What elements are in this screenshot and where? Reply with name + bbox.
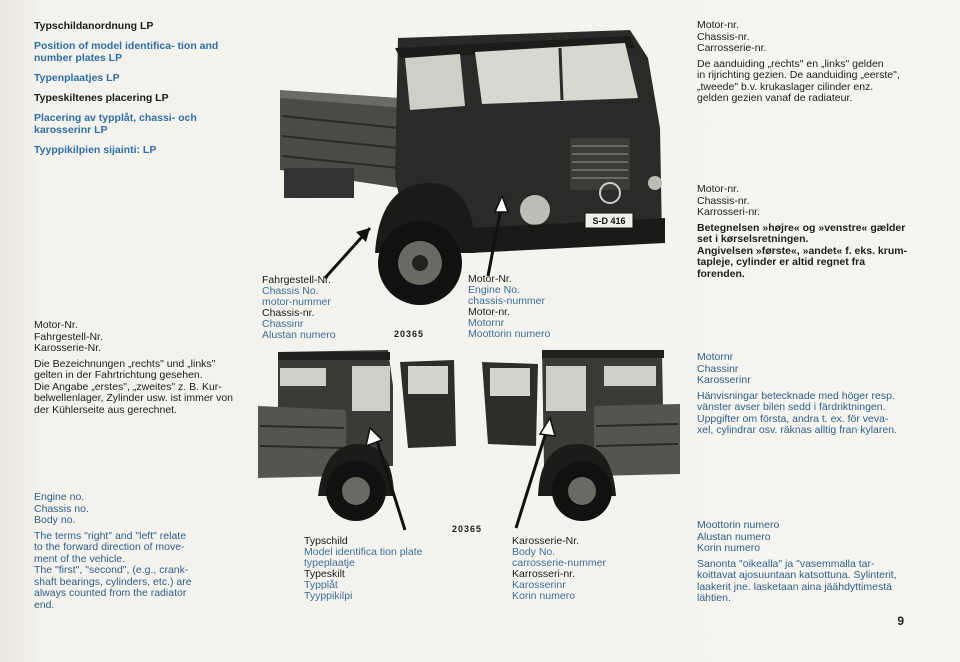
german-line-3: Karosserie-Nr. bbox=[34, 342, 102, 354]
danish-block: Motor-nr. Chassis-nr. Karrosseri-nr. Bet… bbox=[697, 183, 912, 280]
danish-line-3: Karrosseri-nr. bbox=[697, 206, 761, 218]
german-para-2: gelten in der Fahrtrichtung gesehen. bbox=[34, 369, 203, 381]
finnish-para-2: koittavat ajosuuntaan katsottuna. Sylint… bbox=[697, 569, 897, 581]
german-block: Motor-Nr. Fahrgestell-Nr. Karosserie-Nr.… bbox=[34, 319, 249, 416]
finnish-line-3: Korin numero bbox=[697, 542, 761, 554]
page-number: 9 bbox=[897, 614, 904, 628]
finnish-block: Moottorin numero Alustan numero Korin nu… bbox=[697, 519, 912, 605]
lp-heading-sv: Placering av typplåt, chassi- och kaross… bbox=[34, 112, 197, 136]
truck-left-door-open-illustration bbox=[258, 350, 456, 531]
swedish-para-3: Uppgifter om första, andra t. ex. för ve… bbox=[697, 412, 889, 425]
truck-right-door-open-illustration bbox=[482, 350, 680, 529]
chassis-arrow bbox=[356, 228, 370, 242]
english-para-3: ment of the vehicle. bbox=[34, 552, 126, 565]
swedish-para-2: vänster avser bilen sedd i färdriktninge… bbox=[697, 401, 886, 413]
danish-para-1: Betegnelsen »højre« og »venstre« gælder bbox=[697, 221, 906, 234]
mercedes-star-icon bbox=[599, 182, 621, 204]
license-plate-text: S-D 416 bbox=[592, 216, 625, 226]
lp-heading-da: Typeskiltenes placering LP bbox=[34, 92, 169, 104]
engine-arrow bbox=[493, 194, 510, 213]
engine-number-label: Motor-Nr. Engine No. chassis-nummer Moto… bbox=[468, 273, 551, 340]
danish-para-3: Angivelsen »første«, »andet« f. eks. kru… bbox=[697, 244, 908, 257]
swedish-line-2: Chassinr bbox=[697, 362, 739, 375]
headlight bbox=[520, 195, 550, 225]
dutch-para-3: „tweede" b.v. krukaslager cilinder enz. bbox=[697, 80, 874, 93]
finnish-line-1: Moottorin numero bbox=[697, 519, 780, 531]
english-para-7: end. bbox=[34, 598, 55, 611]
danish-line-1: Motor-nr. bbox=[697, 183, 740, 195]
figure-number-2: 20365 bbox=[452, 524, 483, 534]
german-para-5: der Kühlerseite aus gerechnet. bbox=[34, 403, 178, 416]
english-line-2: Chassis no. bbox=[34, 502, 89, 515]
swedish-line-1: Motornr bbox=[697, 351, 734, 363]
english-line-1: Engine no. bbox=[34, 491, 85, 503]
dutch-para-1: De aanduiding „rechts" en „links" gelden bbox=[697, 57, 884, 70]
english-para-1: The terms "right" and "left" relate bbox=[34, 529, 187, 542]
german-para-4: belwellenlager, Zylinder usw. ist immer … bbox=[34, 392, 233, 404]
body-number-arrow bbox=[538, 416, 557, 437]
english-para-4: The "first", "second", (e.g., crank- bbox=[34, 564, 189, 576]
finnish-para-1: Sanonta "oikealla" ja "vasemmalla tar- bbox=[697, 557, 875, 570]
german-line-1: Motor-Nr. bbox=[34, 319, 78, 331]
cab-side-window bbox=[405, 54, 465, 110]
english-block: Engine no. Chassis no. Body no. The term… bbox=[34, 491, 214, 611]
chassis-number-label: Fahrgestell-Nr. Chassis No. motor-nummer… bbox=[262, 274, 336, 341]
swedish-line-3: Karosserinr bbox=[697, 374, 751, 386]
body-number-label: Karosserie-Nr. Body No. carrosserie-numm… bbox=[512, 535, 606, 602]
english-para-6: always counted from the radiator bbox=[34, 587, 187, 599]
lp-heading-fi: Tyyppikilpien sijainti: LP bbox=[34, 144, 157, 156]
cargo-bed-right bbox=[594, 404, 680, 476]
dutch-block: Motor-nr. Chassis-nr. Carrosserie-nr. De… bbox=[697, 19, 907, 105]
finnish-para-4: lähtien. bbox=[697, 592, 731, 604]
dutch-line-1: Motor-nr. bbox=[697, 19, 740, 31]
danish-line-2: Chassis-nr. bbox=[697, 194, 750, 207]
swedish-para-1: Hänvisningar betecknade med höger resp. bbox=[697, 389, 895, 402]
danish-para-2: set i kørselsretningen. bbox=[697, 233, 809, 245]
finnish-para-3: laakerit jne. lasketaan aina jäähdyttime… bbox=[697, 580, 892, 593]
windshield bbox=[475, 43, 638, 104]
lp-heading-de: Typschildanordnung LP bbox=[34, 20, 154, 32]
swedish-para-4: xel, cylindrar osv. räknas alltig fran k… bbox=[697, 424, 897, 436]
english-para-2: to the forward direction of move- bbox=[34, 541, 185, 553]
license-plate bbox=[584, 212, 634, 229]
english-para-5: shaft bearings, cylinders, etc.) are bbox=[34, 575, 192, 588]
danish-para-4: tapleje, cylinder er altid regnet fra fo… bbox=[697, 256, 866, 280]
swedish-block: Motornr Chassinr Karosserinr Hänvisninga… bbox=[697, 351, 912, 437]
dutch-para-2: in rijrichting gezien. De aanduiding „ee… bbox=[697, 69, 900, 81]
dutch-line-2: Chassis-nr. bbox=[697, 30, 750, 43]
german-line-2: Fahrgestell-Nr. bbox=[34, 330, 103, 343]
lp-heading-en: Position of model identifica- tion and n… bbox=[34, 40, 219, 64]
finnish-line-2: Alustan numero bbox=[697, 530, 771, 543]
dutch-para-4: gelden gezien vanaf de radiateur. bbox=[697, 92, 853, 104]
german-para-1: Die Bezeichnungen „rechts" und „links" bbox=[34, 357, 216, 370]
lp-heading-list: Typschildanordnung LP Position of model … bbox=[34, 20, 244, 164]
truck-front-illustration: S-D 416 bbox=[280, 30, 665, 305]
dutch-line-3: Carrosserie-nr. bbox=[697, 42, 767, 54]
english-line-3: Body no. bbox=[34, 514, 76, 526]
german-para-3: Die Angabe „erstes", „zweites" z. B. Kur… bbox=[34, 380, 222, 393]
figure-number-1: 20365 bbox=[394, 329, 425, 339]
lp-heading-nl: Typenplaatjes LP bbox=[34, 72, 120, 84]
cargo-bed-left bbox=[258, 406, 346, 478]
typschild-label: Typschild Model identifica tion plate ty… bbox=[304, 535, 423, 602]
typschild-arrow bbox=[364, 426, 384, 448]
